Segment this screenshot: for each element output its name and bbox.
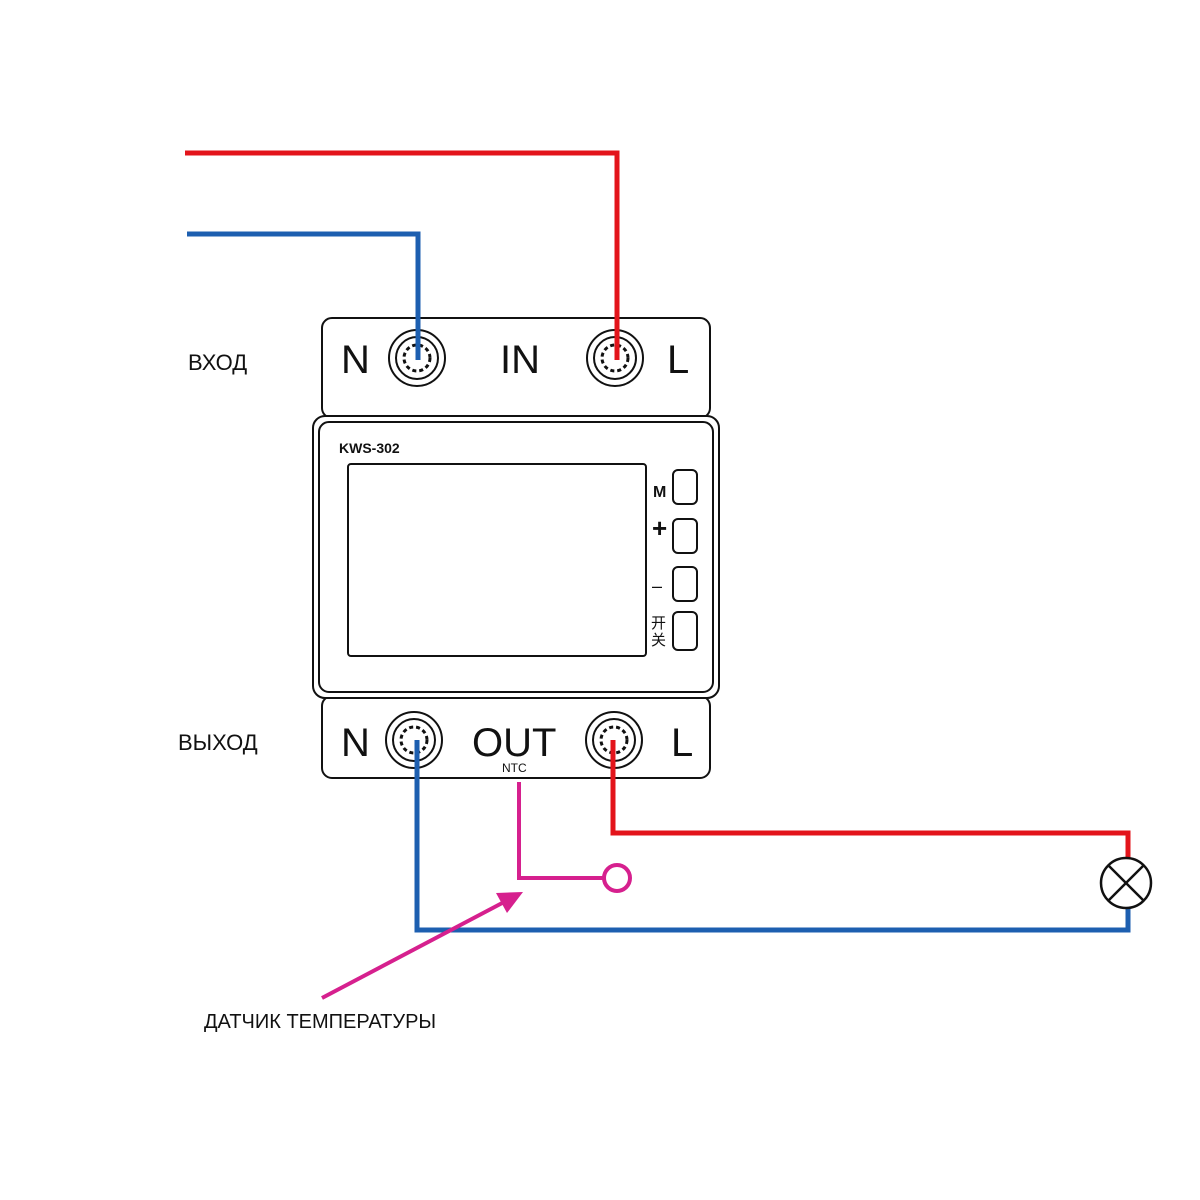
bottom-l-label: L <box>671 721 693 765</box>
wire-output-neutral <box>414 740 1131 933</box>
screw-bottom-n <box>385 711 443 769</box>
button-minus-label: – <box>652 576 662 596</box>
bottom-out-label: OUT <box>472 721 556 765</box>
button-m[interactable] <box>672 469 698 505</box>
wire-input-live <box>185 150 620 360</box>
model-label: KWS-302 <box>339 440 400 456</box>
top-n-label: N <box>341 338 370 382</box>
wire-input-neutral <box>187 231 421 360</box>
ntc-sensor-probe <box>602 863 632 893</box>
button-plus-label: + <box>652 513 667 543</box>
button-m-label: M <box>653 484 666 501</box>
front-panel-inner <box>318 421 714 693</box>
front-panel <box>312 415 720 699</box>
lamp-icon <box>1099 856 1153 910</box>
button-power[interactable] <box>672 611 698 651</box>
sensor-pointer-arrow <box>321 899 507 1000</box>
input-label: ВХОД <box>188 350 247 375</box>
lcd-display <box>347 463 647 657</box>
output-label: ВЫХОД <box>178 730 258 755</box>
ntc-label: NTC <box>502 761 527 775</box>
ntc-sensor-lead <box>517 782 604 880</box>
wire-output-live <box>610 740 1131 860</box>
sensor-arrowhead <box>496 892 523 913</box>
button-plus[interactable] <box>672 518 698 554</box>
top-in-label: IN <box>500 338 540 382</box>
button-minus[interactable] <box>672 566 698 602</box>
top-l-label: L <box>667 338 689 382</box>
button-power-label: 开 关 <box>651 615 670 649</box>
relay-device <box>312 317 720 779</box>
sensor-label: ДАТЧИК ТЕМПЕРАТУРЫ <box>204 1011 436 1033</box>
bottom-n-label: N <box>341 721 370 765</box>
